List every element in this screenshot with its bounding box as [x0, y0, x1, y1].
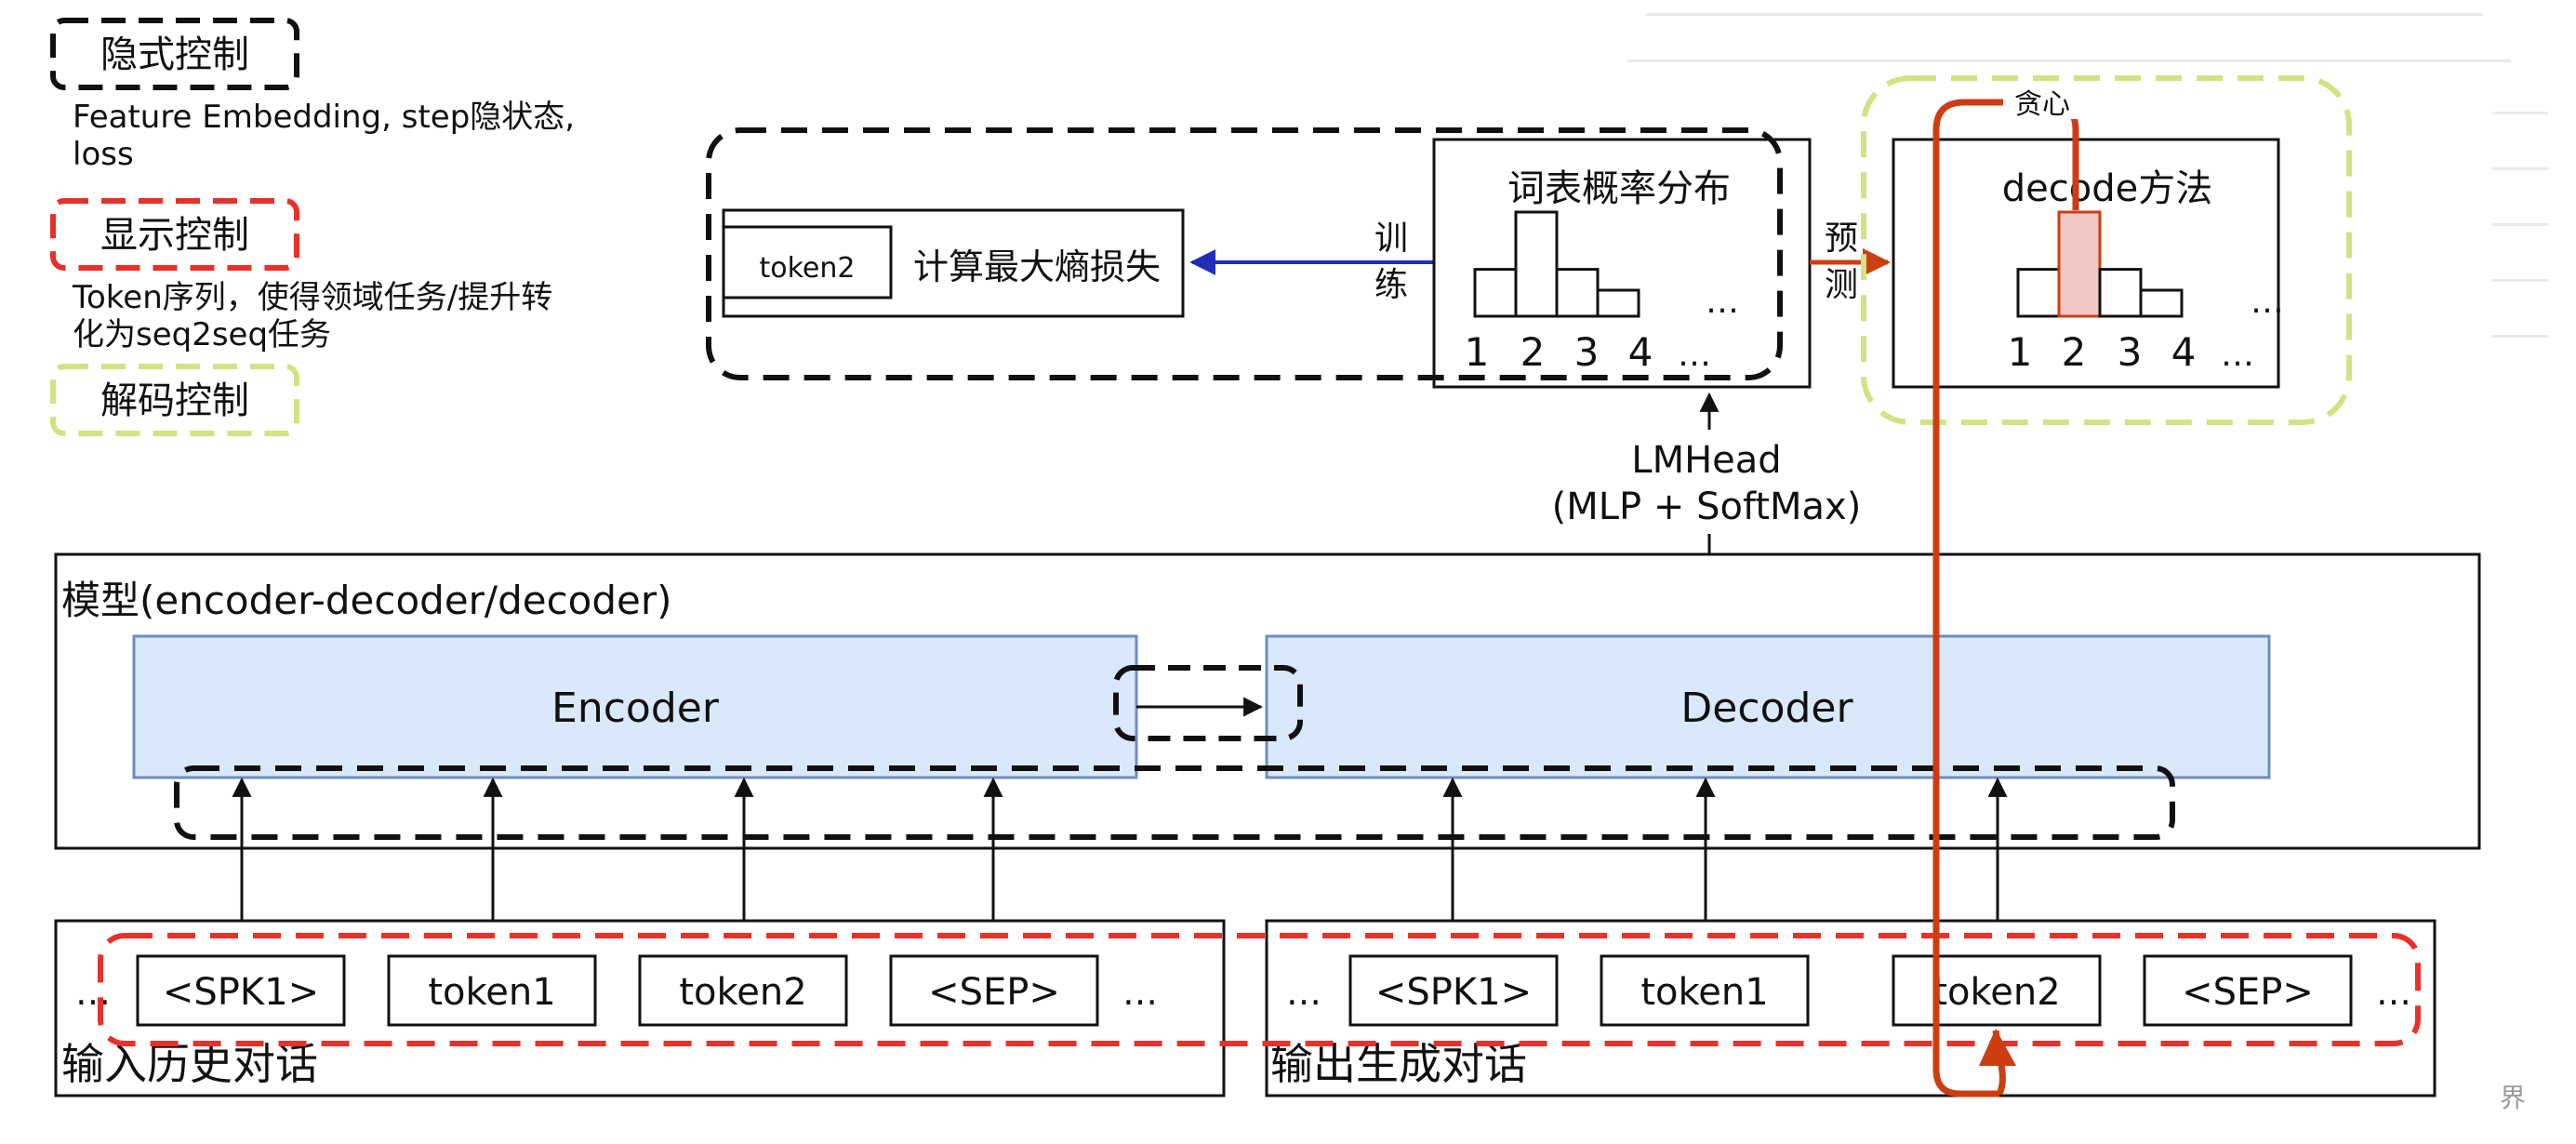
- legend-implicit-desc: Feature Embedding, step隐状态, loss: [73, 99, 576, 173]
- decode-hist-ellipsis: …: [2251, 283, 2284, 321]
- input-token-text: <SEP>: [928, 971, 1060, 1014]
- vocab-histogram: [1473, 210, 1640, 318]
- decode-tick-ellipsis: …: [2221, 336, 2254, 374]
- output-leading-ellipsis: …: [1286, 972, 1321, 1013]
- lmhead-line1: LMHead: [1631, 439, 1781, 482]
- vocab-tick-1: 1: [1465, 329, 1490, 375]
- encoder-label: Encoder: [551, 685, 720, 732]
- decode-histogram-bar: [2139, 288, 2184, 318]
- output-token-box: [2143, 954, 2353, 1027]
- encoder-block: [132, 634, 1138, 779]
- vocab-histogram-bar: [1514, 210, 1559, 318]
- input-token-text: token2: [679, 971, 806, 1014]
- decoder-label: Decoder: [1680, 685, 1853, 732]
- input-trailing-ellipsis: …: [1122, 972, 1158, 1013]
- legend-implicit-label: 隐式控制: [100, 33, 249, 76]
- lmhead-line2: (MLP + SoftMax): [1552, 486, 1862, 528]
- decoding-region: [1861, 75, 2352, 425]
- implicit-region-training: [706, 127, 1783, 380]
- decode-tick-3: 3: [2118, 329, 2143, 375]
- vocab-tick-3: 3: [1574, 329, 1600, 375]
- output-token-box: [1600, 954, 1810, 1027]
- input-panel-title: 输入历史对话: [61, 1039, 318, 1089]
- input-token-box: [387, 954, 597, 1027]
- implicit-region-hidden-state: [1113, 665, 1303, 741]
- vocab-hist-ellipsis: …: [1706, 283, 1739, 321]
- greedy-label: 贪心: [2014, 88, 2070, 121]
- output-token-text: token1: [1640, 971, 1768, 1014]
- legend-explicit-label: 显示控制: [100, 214, 249, 257]
- explicit-region-tokens: [98, 933, 2421, 1046]
- output-token-box: [1892, 954, 2102, 1027]
- input-token-box: [638, 954, 848, 1027]
- input-token-box: [889, 954, 1099, 1027]
- legend-implicit-box: [50, 18, 299, 90]
- train-token-text: token2: [760, 252, 856, 285]
- output-trailing-ellipsis: …: [2376, 972, 2411, 1013]
- vocab-tick-2: 2: [1520, 329, 1546, 375]
- decode-histogram-bar: [2057, 210, 2102, 318]
- train-token-box: [722, 225, 893, 299]
- decode-tick-1: 1: [2008, 329, 2033, 375]
- background-dots: [1627, 13, 2548, 338]
- vocab-histogram-bar: [1473, 268, 1518, 318]
- lmhead-label-bg: [1516, 430, 1903, 534]
- decoding-feedback-arrow-tip: [1979, 1029, 2016, 1066]
- input-leading-ellipsis: …: [75, 972, 111, 1013]
- vocab-histogram-bar: [1596, 288, 1640, 318]
- legend-decoding-label: 解码控制: [100, 379, 249, 422]
- input-token-text: token1: [428, 971, 555, 1014]
- legend-explicit-desc: Token序列，使得领域任务/提升转 化为seq2seq任务: [73, 279, 553, 353]
- predict-label-1: 预: [1825, 219, 1858, 258]
- output-token-text: token2: [1932, 971, 2060, 1014]
- implicit-region-embedding: [174, 765, 2175, 840]
- vocab-title: 词表概率分布: [1507, 167, 1731, 210]
- output-token-box: [1348, 954, 1559, 1027]
- vocab-histogram-bar: [1555, 268, 1600, 318]
- decode-histogram: [2016, 210, 2184, 318]
- decode-title: decode方法: [2002, 167, 2212, 210]
- decode-tick-4: 4: [2171, 329, 2197, 375]
- vocab-tick-ellipsis: …: [1678, 336, 1711, 374]
- vocab-box: [1432, 138, 1812, 389]
- decoder-block: [1265, 634, 2271, 779]
- output-token-text: <SEP>: [2182, 971, 2314, 1014]
- vocab-tick-4: 4: [1628, 329, 1653, 375]
- model-title: 模型(encoder-decoder/decoder): [61, 578, 672, 623]
- input-token-box: [136, 954, 346, 1027]
- decode-tick-2: 2: [2062, 329, 2087, 375]
- train-arrow-label-1: 训: [1374, 219, 1408, 258]
- train-arrow-label-2: 练: [1374, 266, 1408, 304]
- input-token-text: <SPK1>: [163, 971, 319, 1014]
- decode-histogram-bar: [2016, 268, 2061, 318]
- legend-decoding-box: [50, 364, 299, 436]
- output-token-text: <SPK1>: [1375, 971, 1532, 1014]
- watermark: 界: [2500, 1083, 2526, 1113]
- greedy-label-bg: [2003, 86, 2079, 119]
- predict-label-2: 测: [1825, 266, 1858, 304]
- legend-explicit-box: [50, 198, 299, 271]
- vocab-tick-labels: 1 2 3 4 …: [1465, 329, 1711, 375]
- decode-tick-labels: 1 2 3 4 …: [2008, 329, 2254, 375]
- train-loss-label: 计算最大熵损失: [913, 246, 1161, 287]
- decode-histogram-bar: [2098, 268, 2143, 318]
- output-panel-title: 输出生成对话: [1270, 1039, 1527, 1089]
